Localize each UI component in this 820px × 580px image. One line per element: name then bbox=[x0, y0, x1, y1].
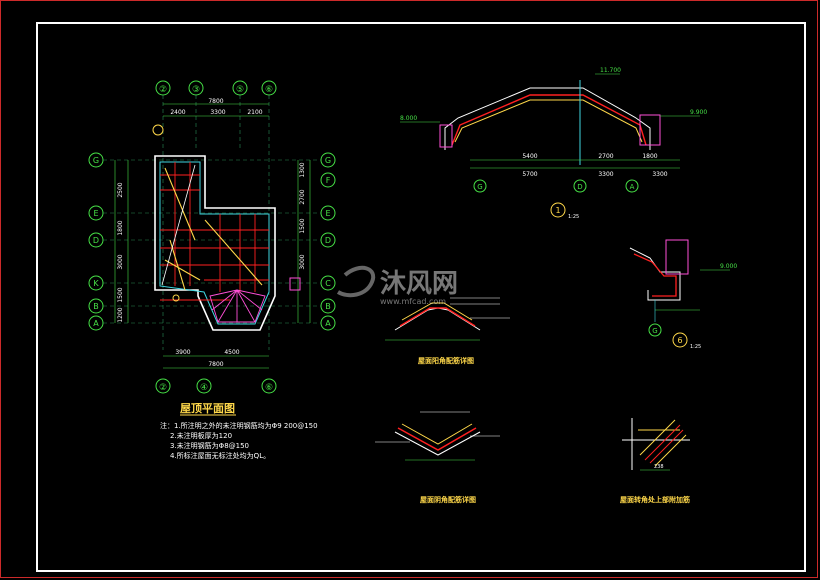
grid-right-label: B bbox=[325, 302, 331, 311]
section1-dim: 2700 bbox=[598, 153, 613, 160]
dim-top: 2100 bbox=[247, 109, 262, 116]
grid-right-label: D bbox=[325, 236, 331, 245]
dim-left: 2500 bbox=[117, 182, 124, 197]
grid-left-label: E bbox=[93, 209, 98, 218]
roof-section-6: 9.000 G 6 1:25 bbox=[629, 239, 737, 350]
dim-left: 1500 bbox=[117, 287, 124, 302]
section1-axis: A bbox=[630, 183, 635, 191]
grid-left-label: B bbox=[93, 302, 99, 311]
dim-bottom: 3900 bbox=[175, 349, 190, 356]
section1-dim: 1800 bbox=[642, 153, 657, 160]
plan-title: 屋顶平面图 bbox=[180, 402, 235, 415]
corner-rebar-detail bbox=[622, 418, 690, 471]
grid-bottom-label: ④ bbox=[200, 383, 208, 393]
grid-right-label: C bbox=[325, 279, 331, 288]
grid-right-label: A bbox=[325, 319, 331, 328]
grid-top-label: ⑤ bbox=[236, 85, 244, 95]
dim-left: 1800 bbox=[117, 220, 124, 235]
grid-left-label: D bbox=[93, 236, 99, 245]
grid-right-label: G bbox=[325, 156, 331, 165]
roof-outline bbox=[152, 124, 301, 331]
section1-elev-left: 8.000 bbox=[400, 115, 417, 122]
section6-scale: 1:25 bbox=[690, 344, 701, 350]
dim-bottom-total: 7800 bbox=[208, 361, 223, 368]
plan-dims-top bbox=[163, 103, 269, 117]
watermark-text: 沐风网 bbox=[380, 269, 458, 299]
section1-dim: 5400 bbox=[522, 153, 537, 160]
plan-note: 4.所标注屋面无标注处均为QL。 bbox=[170, 451, 270, 460]
dim-top: 3300 bbox=[210, 109, 225, 116]
section1-dim: 3300 bbox=[598, 171, 613, 178]
plan-grid-left: G E D K B A bbox=[88, 152, 104, 331]
grid-bottom-label: ② bbox=[159, 383, 167, 393]
watermark-url: www.mfcad.com bbox=[380, 297, 446, 306]
corner-detail-dim: 238 bbox=[654, 464, 664, 470]
plan-dims-left bbox=[114, 160, 129, 323]
plan-note: 3.未注明钢筋为Φ8@150 bbox=[170, 441, 249, 450]
plan-dims-right bbox=[297, 160, 311, 323]
dim-left: 3000 bbox=[117, 254, 124, 269]
ridge-detail-top bbox=[385, 297, 510, 341]
grid-top-label: ⑥ bbox=[265, 85, 273, 95]
section1-dim: 3300 bbox=[652, 171, 667, 178]
watermark: 沐风网 www.mfcad.com bbox=[336, 265, 458, 306]
grid-left-label: A bbox=[93, 319, 99, 328]
roof-section-1: 8.000 9.900 11.700 5400 2700 1800 5700 3… bbox=[400, 67, 707, 220]
dim-top-total: 7800 bbox=[208, 98, 223, 105]
corner-detail-title: 屋面转角处上部附加筋 bbox=[620, 495, 690, 504]
grid-bottom-label: ⑥ bbox=[265, 383, 273, 393]
grid-right-label: F bbox=[326, 176, 331, 185]
dim-right: 1500 bbox=[299, 218, 306, 233]
section1-marker: 1 bbox=[555, 206, 560, 215]
plan-grid-bottom: ② ④ ⑥ bbox=[155, 378, 277, 394]
grid-left-label: G bbox=[93, 156, 99, 165]
dim-right: 2700 bbox=[299, 189, 306, 204]
grid-left-label: K bbox=[93, 279, 99, 288]
section6-axis: G bbox=[652, 327, 657, 335]
dim-left: 1200 bbox=[117, 307, 124, 322]
grid-top-label: ③ bbox=[192, 85, 200, 95]
section1-dim: 5700 bbox=[522, 171, 537, 178]
section1-scale: 1:25 bbox=[568, 214, 579, 220]
section1-elev-top: 11.700 bbox=[600, 67, 621, 74]
roof-plan: ② ③ ⑤ ⑥ 7800 2400 3300 2100 G E D bbox=[88, 80, 336, 460]
drawing-frame-border bbox=[36, 22, 806, 572]
dim-right: 3000 bbox=[299, 254, 306, 269]
valley-detail-bottom-title: 屋面阴角配筋详图 bbox=[420, 495, 476, 504]
dim-top: 2400 bbox=[170, 109, 185, 116]
section6-marker: 6 bbox=[677, 336, 682, 345]
grid-top-label: ② bbox=[159, 85, 167, 95]
plan-note: 注：1.所注明之外的未注明钢筋均为Φ9 200@150 bbox=[160, 421, 318, 430]
dim-right: 1300 bbox=[299, 162, 306, 177]
plan-note: 2.未注明板厚为120 bbox=[170, 431, 232, 440]
section1-elev-right: 9.900 bbox=[690, 109, 707, 116]
valley-detail-bottom bbox=[375, 411, 500, 461]
section1-axis: G bbox=[477, 183, 482, 191]
plan-grid-right: G F E D C B A bbox=[320, 152, 336, 331]
grid-right-label: E bbox=[325, 209, 330, 218]
plan-grid-top: ② ③ ⑤ ⑥ bbox=[155, 80, 277, 350]
ridge-detail-top-title: 屋面阳角配筋详图 bbox=[418, 356, 474, 365]
section6-elev: 9.000 bbox=[720, 263, 737, 270]
dim-bottom: 4500 bbox=[224, 349, 239, 356]
section1-axis: D bbox=[577, 183, 582, 191]
